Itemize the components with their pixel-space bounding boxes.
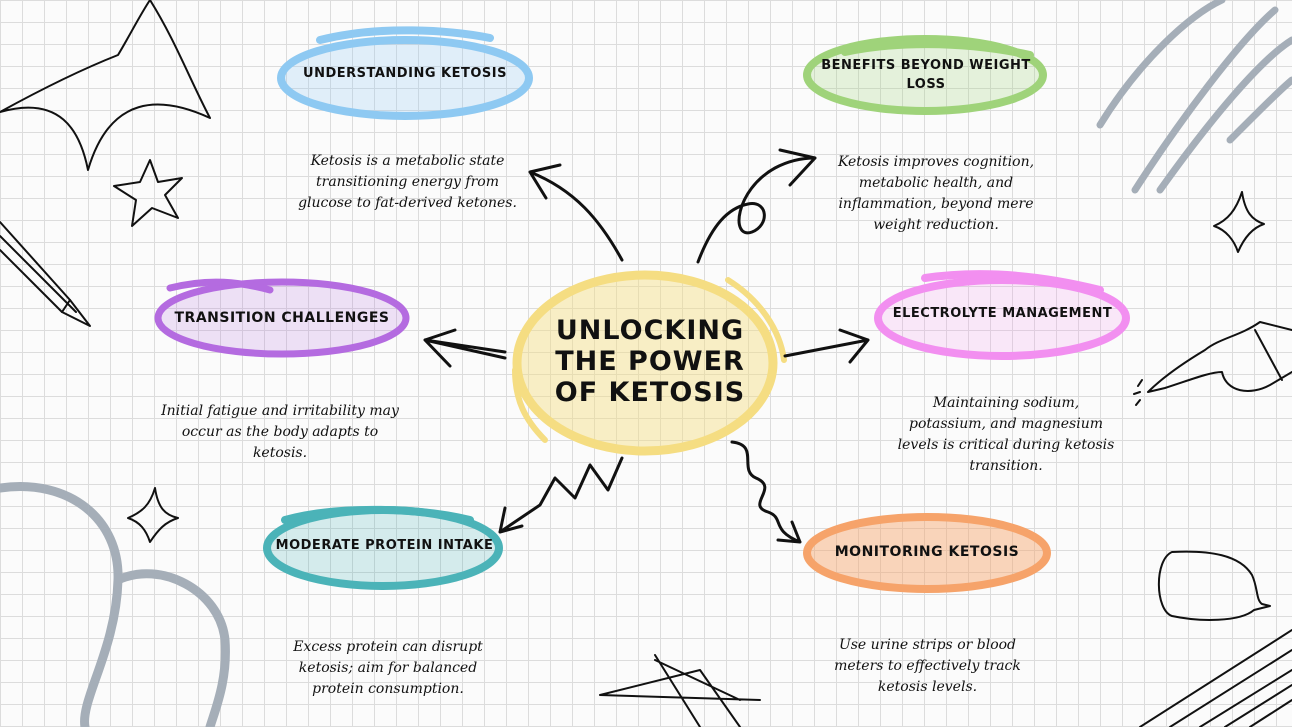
speech-bubble-doodle <box>1157 550 1271 621</box>
node-title-benefits: BENEFITS BEYOND WEIGHT LOSS <box>821 58 1031 92</box>
center-oval <box>512 270 778 456</box>
node-description-benefits: Ketosis improves cognition, metabolic he… <box>837 154 1035 233</box>
star-doodle-outline <box>599 654 761 727</box>
node-title-understanding: UNDERSTANDING KETOSIS <box>303 66 507 81</box>
arrow-to-electrolyte <box>783 328 870 364</box>
swirl-doodle <box>0 482 230 727</box>
node-title-transition: TRANSITION CHALLENGES <box>174 310 390 326</box>
arrow-to-monitoring <box>730 440 802 544</box>
node-oval-monitoring <box>803 513 1051 593</box>
node-ovals <box>154 26 1130 593</box>
sparkle-doodle <box>127 487 179 543</box>
arrow-to-benefits <box>696 148 817 264</box>
node-description-transition: Initial fatigue and irritability may occ… <box>161 403 399 461</box>
node-oval-understanding <box>277 36 533 120</box>
node-oval-electrolyte <box>874 276 1130 360</box>
arrow-to-transition <box>423 328 507 368</box>
arrow-to-understanding <box>528 163 624 262</box>
star-doodle-large <box>0 0 211 171</box>
star-doodle-small <box>113 159 183 227</box>
node-description-monitoring: Use urine strips or blood meters to effe… <box>834 637 1021 695</box>
pointing-hand-doodle <box>1133 321 1292 406</box>
hatch-doodle <box>1139 629 1292 727</box>
center-title: UNLOCKING THE POWER OF KETOSIS <box>554 315 746 408</box>
node-description-understanding: Ketosis is a metabolic state transitioni… <box>298 153 517 211</box>
node-description-electrolyte: Maintaining sodium, potassium, and magne… <box>897 395 1115 474</box>
scribble-doodle <box>1096 0 1292 194</box>
connector-arrows <box>423 148 870 544</box>
node-title-electrolyte: ELECTROLYTE MANAGEMENT <box>892 306 1113 321</box>
node-oval-benefits <box>803 35 1047 115</box>
node-title-monitoring: MONITORING KETOSIS <box>834 544 1020 560</box>
pencil-doodle <box>0 221 91 327</box>
node-oval-transition <box>154 278 410 358</box>
arrow-to-protein <box>498 456 624 534</box>
node-title-protein: MODERATE PROTEIN INTAKE <box>275 538 494 553</box>
node-description-protein: Excess protein can disrupt ketosis; aim … <box>293 639 483 697</box>
sparkle-doodle <box>1213 191 1265 253</box>
